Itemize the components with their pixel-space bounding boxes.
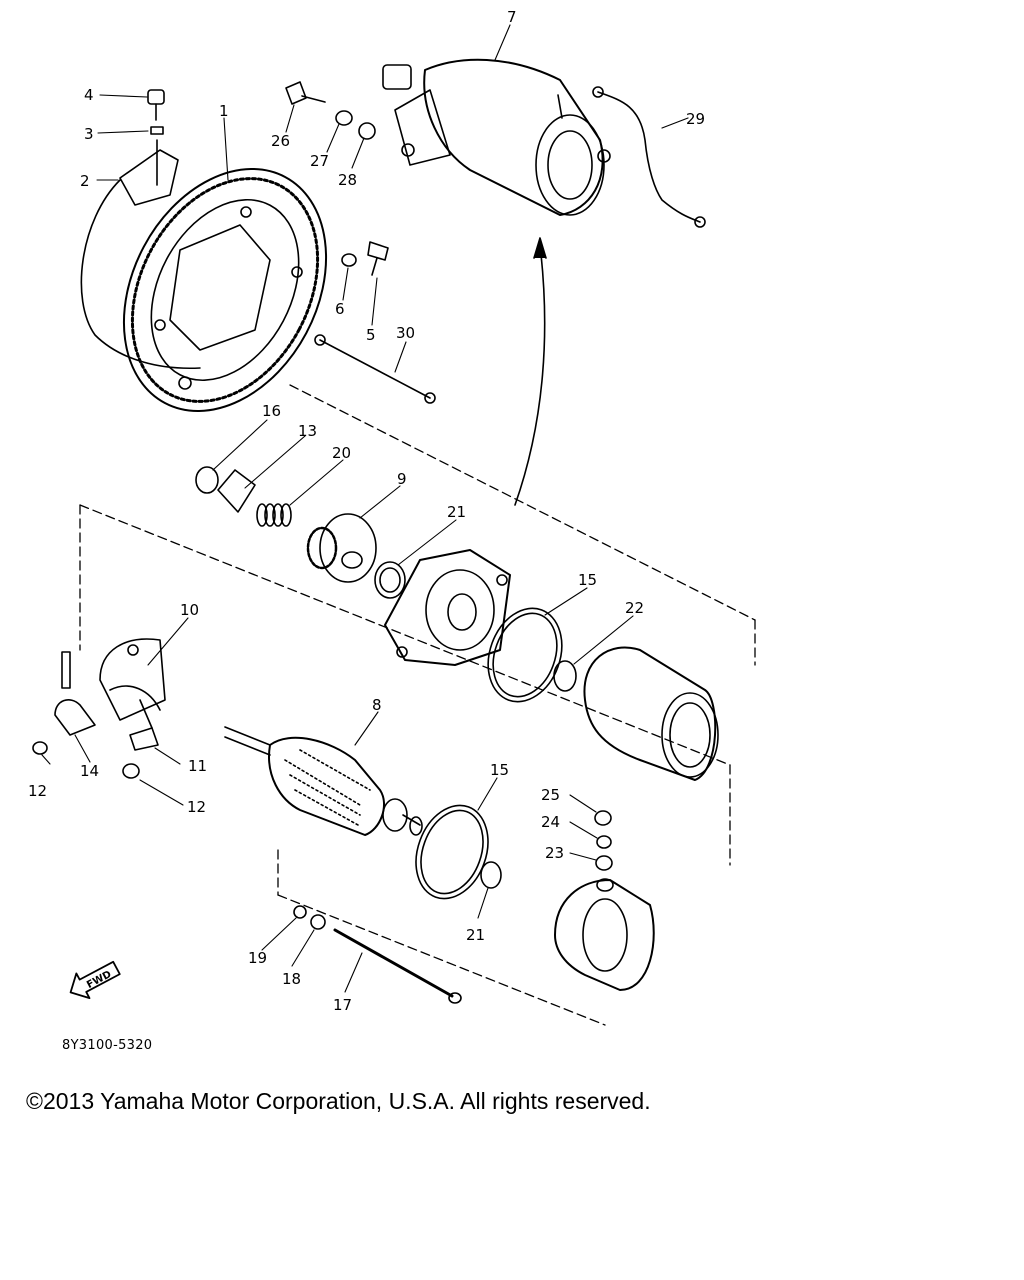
callout-24: 24 xyxy=(541,813,560,831)
callout-27: 27 xyxy=(310,152,329,170)
callout-15b: 15 xyxy=(490,761,509,779)
nut-25 xyxy=(594,810,612,826)
drawing-code: 8Y3100-5320 xyxy=(62,1038,153,1053)
rear-cover xyxy=(554,810,655,991)
callout-8: 8 xyxy=(372,696,382,714)
callout-21b: 21 xyxy=(466,926,485,944)
bolt-long xyxy=(61,651,71,689)
callout-1: 1 xyxy=(219,102,229,120)
washer-18 xyxy=(310,914,326,930)
callout-12a: 12 xyxy=(28,782,47,800)
callout-2: 2 xyxy=(80,172,90,190)
washer xyxy=(150,126,164,135)
callout-26: 26 xyxy=(271,132,290,150)
leader-lines xyxy=(41,24,689,993)
washer-24 xyxy=(596,835,612,849)
brush-holder-14 xyxy=(54,699,96,736)
bracket xyxy=(119,149,179,206)
callout-5: 5 xyxy=(366,326,376,344)
pinion-group xyxy=(195,466,406,599)
brush-plate-10 xyxy=(99,638,166,721)
bracket-bolt-stack xyxy=(119,89,179,206)
washer-22 xyxy=(553,660,577,692)
nut-12-right xyxy=(122,763,140,779)
nut-23 xyxy=(595,855,613,871)
pinion-gear-9 xyxy=(306,513,377,583)
callout-23: 23 xyxy=(545,844,564,862)
callout-20: 20 xyxy=(332,444,351,462)
o-ring-15-lower xyxy=(415,804,489,900)
fwd-arrow-icon: FWD xyxy=(69,960,121,1000)
spring-20 xyxy=(256,503,292,527)
bolt-head xyxy=(147,89,165,105)
sleeve-13 xyxy=(217,469,256,513)
callout-11: 11 xyxy=(188,757,207,775)
callout-18: 18 xyxy=(282,970,301,988)
armature xyxy=(224,726,423,836)
through-bolt-group xyxy=(293,905,462,1004)
front-cover xyxy=(384,549,511,666)
callout-15a: 15 xyxy=(578,571,597,589)
brush-11 xyxy=(129,727,159,751)
washer-16 xyxy=(195,466,219,494)
callout-3: 3 xyxy=(84,125,94,143)
assembly-arrow-head xyxy=(533,237,547,259)
washer-21-lower xyxy=(480,861,502,889)
through-bolt-17 xyxy=(333,928,454,998)
washer-21-upper xyxy=(374,561,406,599)
callout-25: 25 xyxy=(541,786,560,804)
motor-flange xyxy=(394,89,451,166)
assembly-frame xyxy=(79,384,756,1026)
callout-28: 28 xyxy=(338,171,357,189)
callout-7: 7 xyxy=(507,8,517,26)
yoke-housing xyxy=(583,646,719,781)
callout-29: 29 xyxy=(686,110,705,128)
callout-13: 13 xyxy=(298,422,317,440)
callout-19: 19 xyxy=(248,949,267,967)
callout-10: 10 xyxy=(180,601,199,619)
callout-6: 6 xyxy=(335,300,345,318)
callout-16: 16 xyxy=(262,402,281,420)
starter-motor xyxy=(382,58,611,216)
clutch-housing xyxy=(80,179,201,370)
callout-4: 4 xyxy=(84,86,94,104)
copyright-notice: ©2013 Yamaha Motor Corporation, U.S.A. A… xyxy=(26,1088,651,1114)
callout-9: 9 xyxy=(397,470,407,488)
callout-numbers: 1 2 3 4 5 6 7 8 9 10 11 12 12 13 14 15 1… xyxy=(28,8,705,1014)
callout-14: 14 xyxy=(80,762,99,780)
nut-12-left xyxy=(32,741,48,755)
o-ring-15-upper xyxy=(487,607,563,703)
assembly-arrow xyxy=(514,244,546,506)
ring-gear xyxy=(122,168,328,412)
ring-gear-clutch-assembly xyxy=(80,168,328,412)
callout-17: 17 xyxy=(333,996,352,1014)
lead-wire-30 xyxy=(319,339,431,399)
callout-12b: 12 xyxy=(187,798,206,816)
washer-19 xyxy=(293,905,307,919)
callout-21a: 21 xyxy=(447,503,466,521)
lead-wires xyxy=(314,86,706,404)
exploded-parts-diagram: 1 2 3 4 5 6 7 8 9 10 11 12 12 13 14 15 1… xyxy=(28,8,756,1026)
mount-bolt-washers xyxy=(285,81,376,140)
bolt-washer-5-6 xyxy=(341,241,389,276)
callout-30: 30 xyxy=(396,324,415,342)
brush-plate-group xyxy=(32,638,166,779)
lead-wire-29 xyxy=(597,91,701,223)
callout-22: 22 xyxy=(625,599,644,617)
